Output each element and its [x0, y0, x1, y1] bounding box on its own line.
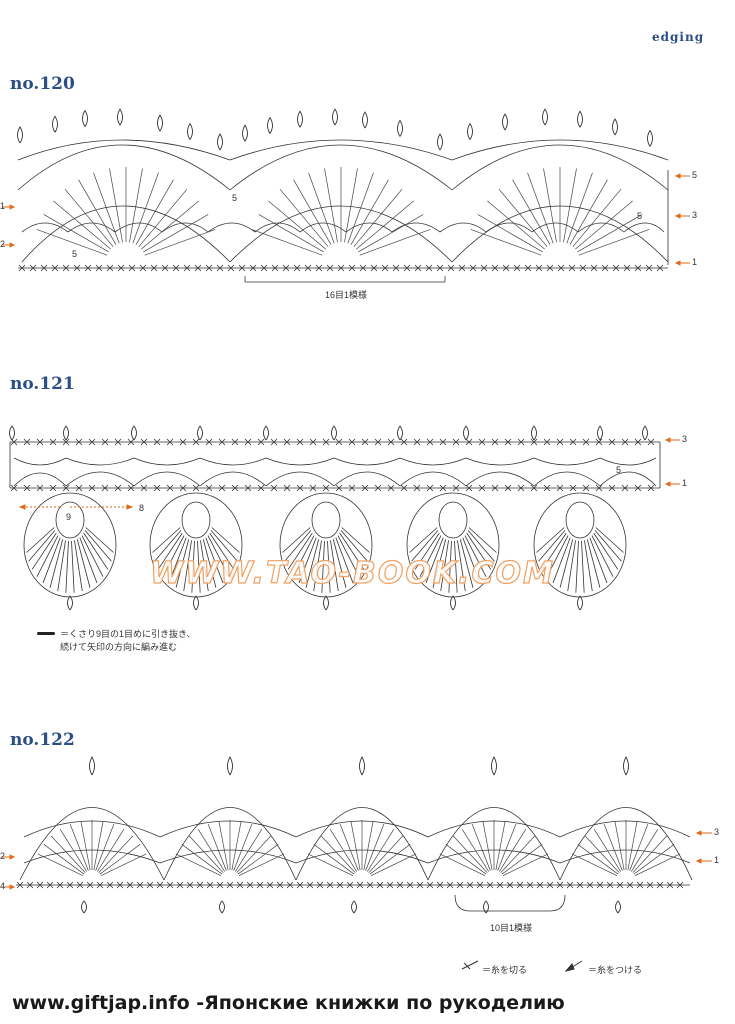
pattern-title-122: no.122	[10, 730, 75, 750]
chart-no122	[2, 756, 712, 972]
row-label-3: 3	[682, 434, 688, 444]
row-label-3: 3	[692, 210, 698, 220]
legend-text-line2: 続けて矢印の方向に編み進む	[60, 642, 178, 652]
inner-label: 5	[232, 193, 238, 203]
inner-label: 5	[637, 211, 643, 221]
section-tag: edging	[652, 30, 705, 44]
left-row-label-1: 1	[0, 201, 6, 211]
inner-label: 5	[616, 465, 622, 475]
row-label-1: 1	[682, 478, 688, 488]
row-label-3: 3	[714, 827, 720, 837]
row-label-1: 1	[714, 855, 720, 865]
repeat-label-120: 16目1模様	[325, 290, 368, 300]
legend-text-line1: ＝くさり9目の1目めに引き抜き、	[60, 629, 196, 639]
legend-cut-yarn: ＝糸を切る	[482, 965, 528, 975]
left-row-label-2: 2	[0, 239, 6, 249]
inner-label: 9	[66, 512, 72, 522]
repeat-label-122: 10目1模様	[490, 923, 533, 933]
legend-join-yarn: ＝糸をつける	[588, 965, 643, 975]
watermark: WWW.TAO-BOOK.COM	[149, 555, 555, 591]
row-label-1: 1	[692, 257, 698, 267]
left-row-label-4: 4	[0, 881, 6, 891]
left-row-label-2: 2	[0, 851, 6, 861]
pattern-title-121: no.121	[10, 374, 75, 394]
footer-banner: www.giftjap.info -Японские книжки по рук…	[12, 992, 565, 1014]
pattern-title-120: no.120	[10, 74, 75, 94]
chart-no121	[9, 425, 680, 635]
row-label-5: 5	[692, 170, 698, 180]
inner-label: 5	[72, 249, 78, 259]
chart-no120	[2, 108, 690, 283]
inner-label: 8	[139, 503, 145, 513]
